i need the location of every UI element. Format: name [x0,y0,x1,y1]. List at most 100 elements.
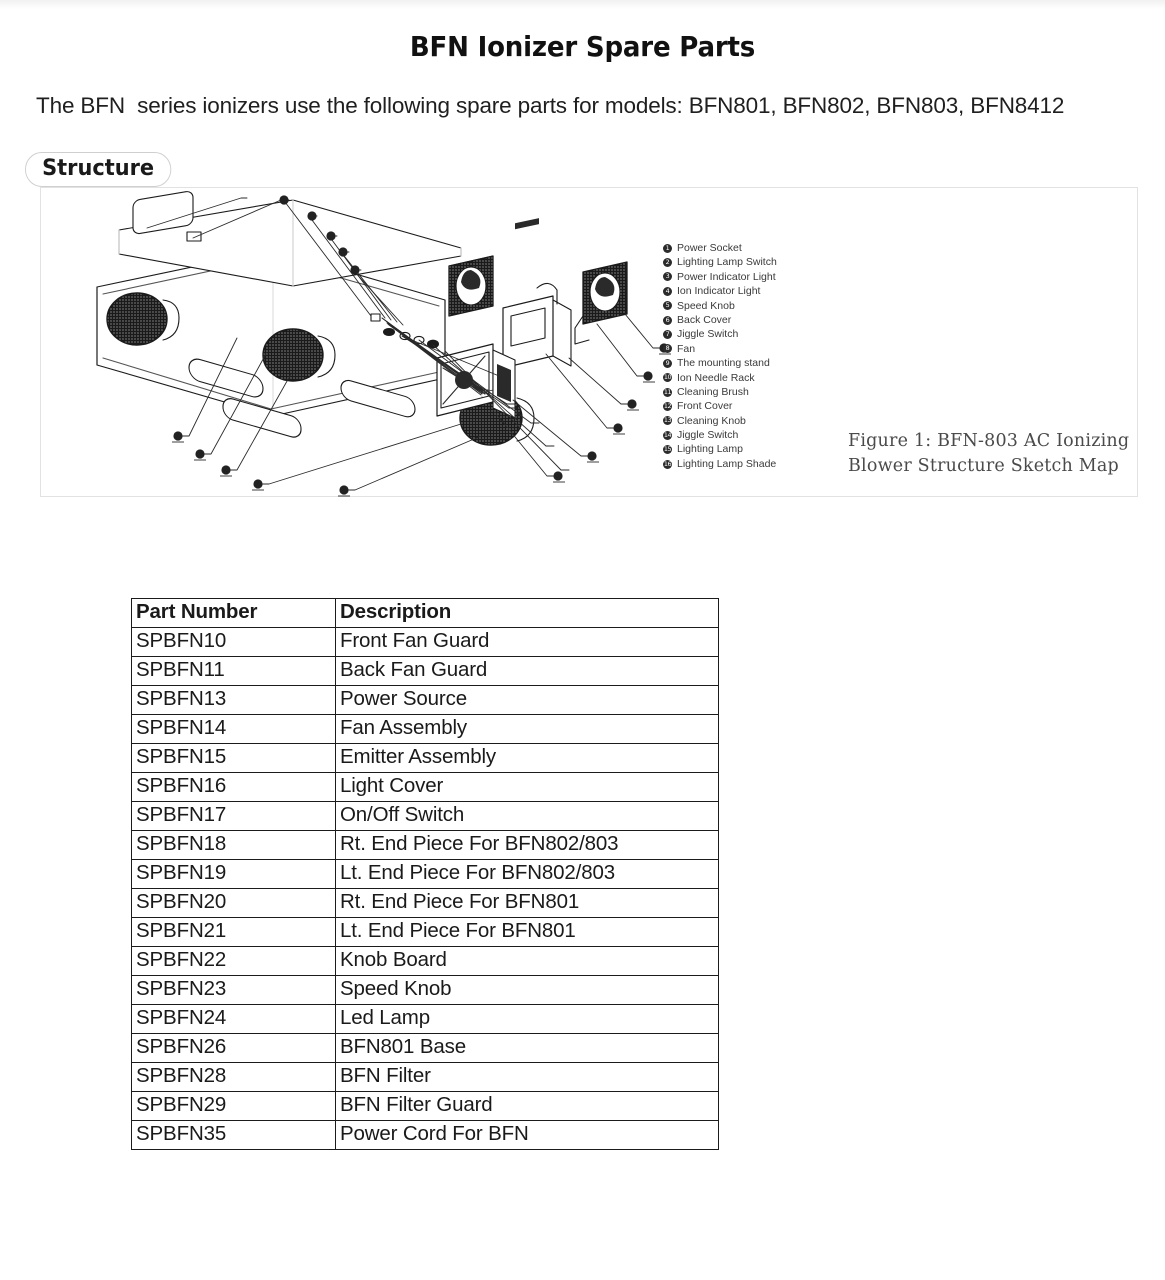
cell-part-number: SPBFN29 [131,1091,336,1121]
spare-parts-table: Part Number Description SPBFN10 Front Fa… [131,598,719,1150]
cell-description: Emitter Assembly [335,743,719,773]
legend-number-icon: 10 [663,373,672,383]
legend-number-icon: 4 [663,286,672,296]
list-item: 6 Back Cover [663,313,853,327]
legend-item-label: The mounting stand [677,357,770,370]
list-item: 12 Front Cover [663,399,853,413]
intro-paragraph: The BFN series ionizers use the followin… [36,92,1065,118]
cell-description: Rt. End Piece For BFN801 [335,888,719,918]
cell-part-number: SPBFN10 [131,627,336,657]
cell-part-number: SPBFN24 [131,1004,336,1034]
table-row: SPBFN14 Fan Assembly [131,714,719,744]
list-item: 5 Speed Knob [663,299,853,313]
legend-item-label: Cleaning Brush [677,385,749,398]
cell-part-number: SPBFN21 [131,917,336,947]
table-row: SPBFN29 BFN Filter Guard [131,1091,719,1121]
cell-part-number: SPBFN11 [131,656,336,686]
table-row: SPBFN24 Led Lamp [131,1004,719,1034]
cell-part-number: SPBFN13 [131,685,336,715]
cell-part-number: SPBFN22 [131,946,336,976]
cell-description: Power Source [335,685,719,715]
table-row: SPBFN28 BFN Filter [131,1062,719,1092]
list-item: 7 Jiggle Switch [663,327,853,341]
cell-description: Led Lamp [335,1004,719,1034]
table-row: SPBFN16 Light Cover [131,772,719,802]
legend-item-label: Lighting Lamp [677,443,743,456]
table-row: SPBFN23 Speed Knob [131,975,719,1005]
legend-number-icon: 6 [663,315,672,325]
cell-part-number: SPBFN23 [131,975,336,1005]
ionizer-exploded-diagram [41,188,1139,498]
table-row: SPBFN22 Knob Board [131,946,719,976]
cell-part-number: SPBFN19 [131,859,336,889]
list-item: 13 Cleaning Knob [663,414,853,428]
cell-description: BFN Filter [335,1062,719,1092]
table-header-row: Part Number Description [131,598,719,628]
cell-description: Lt. End Piece For BFN802/803 [335,859,719,889]
cell-description: On/Off Switch [335,801,719,831]
legend-number-icon: 5 [663,301,672,311]
legend-item-label: Speed Knob [677,299,735,312]
page-top-gradient-strip [0,0,1165,9]
legend-number-icon: 9 [663,358,672,368]
list-item: 15 Lighting Lamp [663,442,853,456]
legend-number-icon: 3 [663,272,672,282]
table-row: SPBFN17 On/Off Switch [131,801,719,831]
cell-description: BFN801 Base [335,1033,719,1063]
legend-number-icon: 11 [663,387,672,397]
cell-description: Knob Board [335,946,719,976]
legend-number-icon: 8 [663,344,672,354]
cell-part-number: SPBFN28 [131,1062,336,1092]
legend-number-icon: 7 [663,330,672,340]
figure-caption: Figure 1: BFN-803 AC Ionizing Blower Str… [848,431,1130,476]
table-row: SPBFN21 Lt. End Piece For BFN801 [131,917,719,947]
list-item: 14 Jiggle Switch [663,428,853,442]
list-item: 10 Ion Needle Rack [663,371,853,385]
column-header-description: Description [335,598,719,628]
table-row: SPBFN26 BFN801 Base [131,1033,719,1063]
table-row: SPBFN15 Emitter Assembly [131,743,719,773]
list-item: 8 Fan [663,342,853,356]
cell-part-number: SPBFN20 [131,888,336,918]
column-header-part-number: Part Number [131,598,336,628]
cell-description: BFN Filter Guard [335,1091,719,1121]
table-row: SPBFN19 Lt. End Piece For BFN802/803 [131,859,719,889]
cell-part-number: SPBFN16 [131,772,336,802]
table-row: SPBFN35 Power Cord For BFN [131,1120,719,1150]
cell-description: Light Cover [335,772,719,802]
list-item: 11 Cleaning Brush [663,385,853,399]
legend-number-icon: 16 [663,459,672,469]
cell-part-number: SPBFN35 [131,1120,336,1150]
legend-item-label: Fan [677,342,696,355]
list-item: 16 Lighting Lamp Shade [663,457,853,471]
list-item: 3 Power Indicator Light [663,270,853,284]
legend-item-label: Cleaning Knob [677,414,746,427]
cell-description: Speed Knob [335,975,719,1005]
legend-number-icon: 2 [663,258,672,268]
cell-part-number: SPBFN18 [131,830,336,860]
legend-item-label: Front Cover [677,400,733,413]
legend-number-icon: 15 [663,445,672,455]
legend-item-label: Lighting Lamp Shade [677,457,777,470]
list-item: 1 Power Socket [663,241,853,255]
cell-description: Power Cord For BFN [335,1120,719,1150]
cell-description: Fan Assembly [335,714,719,744]
legend-item-label: Back Cover [677,313,732,326]
diagram-legend: 1 Power Socket 2 Lighting Lamp Switch 3 … [663,241,853,471]
legend-item-label: Jiggle Switch [677,328,739,341]
table-row: SPBFN20 Rt. End Piece For BFN801 [131,888,719,918]
cell-part-number: SPBFN17 [131,801,336,831]
legend-item-label: Ion Needle Rack [677,371,755,384]
table-row: SPBFN18 Rt. End Piece For BFN802/803 [131,830,719,860]
legend-item-label: Power Indicator Light [677,270,776,283]
table-row: SPBFN11 Back Fan Guard [131,656,719,686]
structure-section-badge: Structure [25,152,172,187]
cell-description: Rt. End Piece For BFN802/803 [335,830,719,860]
cell-part-number: SPBFN15 [131,743,336,773]
legend-item-label: Lighting Lamp Switch [677,256,777,269]
cell-description: Front Fan Guard [335,627,719,657]
legend-number-icon: 13 [663,416,672,426]
cell-description: Lt. End Piece For BFN801 [335,917,719,947]
table-row: SPBFN10 Front Fan Guard [131,627,719,657]
structure-figure-panel [40,187,1138,497]
